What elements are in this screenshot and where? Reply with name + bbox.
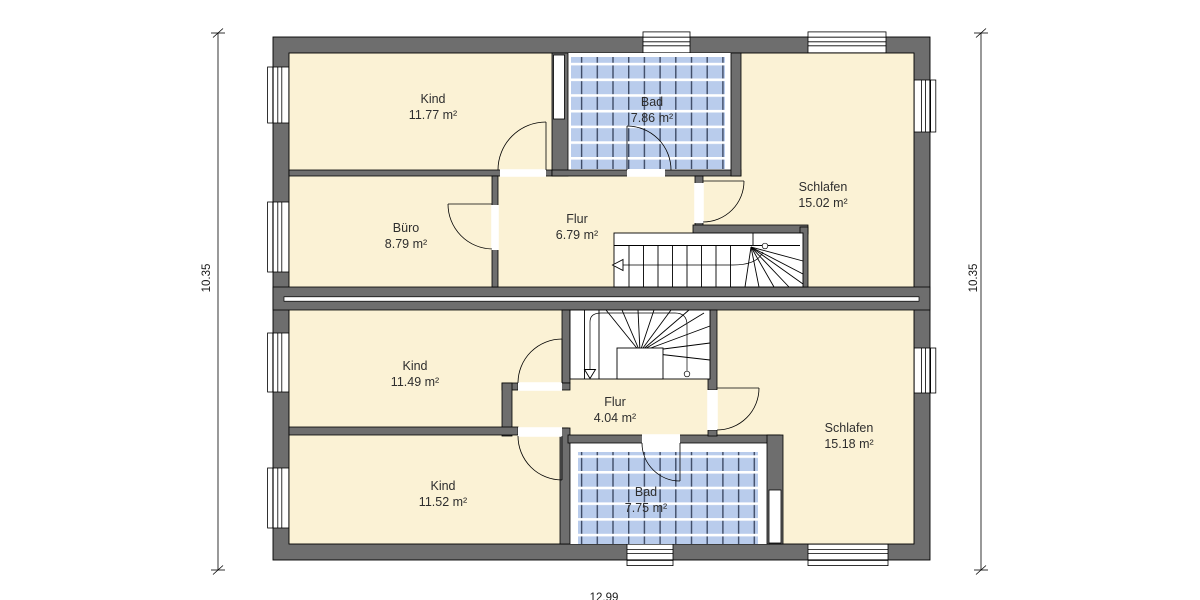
window-left-4 xyxy=(267,467,289,529)
window-top-1 xyxy=(642,31,691,53)
staircase-lower xyxy=(569,309,711,380)
window-bottom-1 xyxy=(626,544,674,567)
door-buero xyxy=(447,203,493,250)
door-openings xyxy=(491,169,718,444)
window-right-1 xyxy=(914,79,937,133)
dimension-line-left xyxy=(211,28,225,575)
dimension-lines xyxy=(211,28,988,575)
door-kind1-lower xyxy=(517,338,563,384)
window-top-2 xyxy=(807,31,887,53)
window-left-2 xyxy=(267,201,289,273)
window-left-3 xyxy=(267,332,289,393)
door-kind2-lower xyxy=(517,435,563,481)
bath-tiles-upper xyxy=(568,53,731,176)
windows xyxy=(267,31,937,567)
door-schlafen-upper xyxy=(702,180,745,223)
window-right-2 xyxy=(914,347,937,394)
dimension-label-bottom: 12.99 xyxy=(589,592,619,600)
door-kind-upper xyxy=(497,121,547,171)
door-schlafen-lower xyxy=(716,387,760,431)
window-bottom-2 xyxy=(807,544,889,567)
party-wall xyxy=(272,286,931,311)
dimension-line-right xyxy=(974,28,988,575)
window-left-1 xyxy=(267,66,289,124)
bath-tiles-lower xyxy=(570,443,767,544)
dimension-label-right: 10.35 xyxy=(968,263,980,293)
door-bad-lower xyxy=(641,442,681,482)
door-bad-upper xyxy=(626,125,672,171)
staircase-upper xyxy=(611,232,804,288)
dimension-label-left: 10.35 xyxy=(201,263,213,293)
doors xyxy=(447,121,760,482)
